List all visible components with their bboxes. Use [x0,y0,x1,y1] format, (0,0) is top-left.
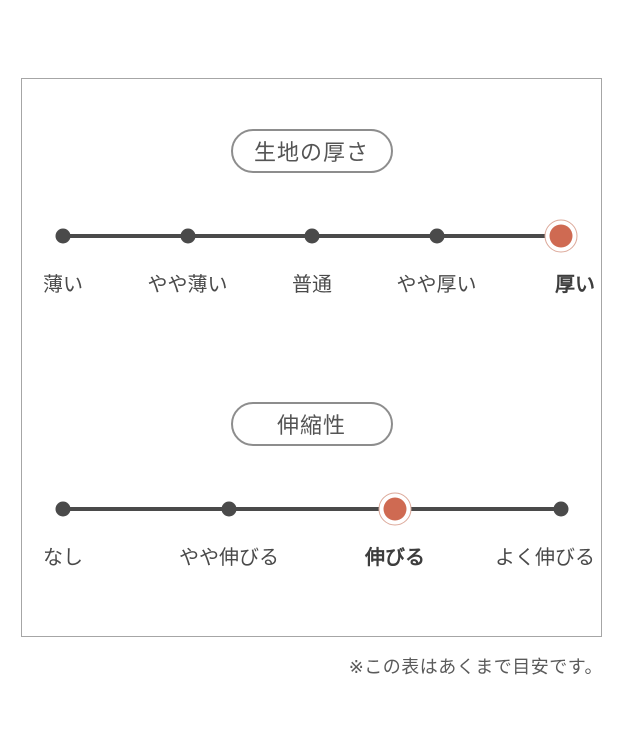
scale-labels: なし やや伸びる 伸びる よく伸びる [22,545,603,573]
scale-dot [180,228,195,244]
scale-track [55,219,578,253]
scale-labels: 薄い やや薄い 普通 やや厚い 厚い [22,272,603,300]
scale-option-label: やや厚い [396,274,477,296]
scale-option-label: 伸びる [365,547,425,569]
scale-title-pill-stretchiness: 伸縮性 [230,402,393,446]
scale-option-label: 薄い [43,274,83,296]
scale-dot [55,501,71,517]
selected-marker [378,492,412,526]
scale-option-label: 普通 [292,274,332,296]
scale-section-stretchiness: 伸縮性なし やや伸びる 伸びる よく伸びる [22,402,601,582]
scale-dot [55,228,71,244]
scale-dot [304,228,320,244]
spec-panel: 生地の厚さ薄い やや薄い 普通 やや厚い 厚い伸縮性なし やや伸びる 伸びる よく伸びる [21,78,602,637]
scale-title: 生地の厚さ [253,140,369,165]
scale-option-label: 厚い [555,274,595,296]
scale-track [55,492,569,526]
selected-marker [544,219,578,253]
scale-section-fabric-thickness: 生地の厚さ薄い やや薄い 普通 やや厚い 厚い [22,129,601,309]
scale-dot [553,501,569,517]
scale-option-label: なし [43,547,83,569]
selected-marker-dot [549,224,573,248]
scale-option-label: やや薄い [147,274,228,296]
disclaimer-note: ※この表はあくまで目安です。 [348,657,603,677]
selected-marker-dot [383,497,407,521]
scale-title: 伸縮性 [276,413,346,438]
scale-dot [221,501,237,517]
scale-option-label: よく伸びる [495,547,595,569]
scale-dot [429,228,444,244]
scale-option-label: やや伸びる [179,547,279,569]
scale-title-pill-fabric-thickness: 生地の厚さ [230,129,393,173]
